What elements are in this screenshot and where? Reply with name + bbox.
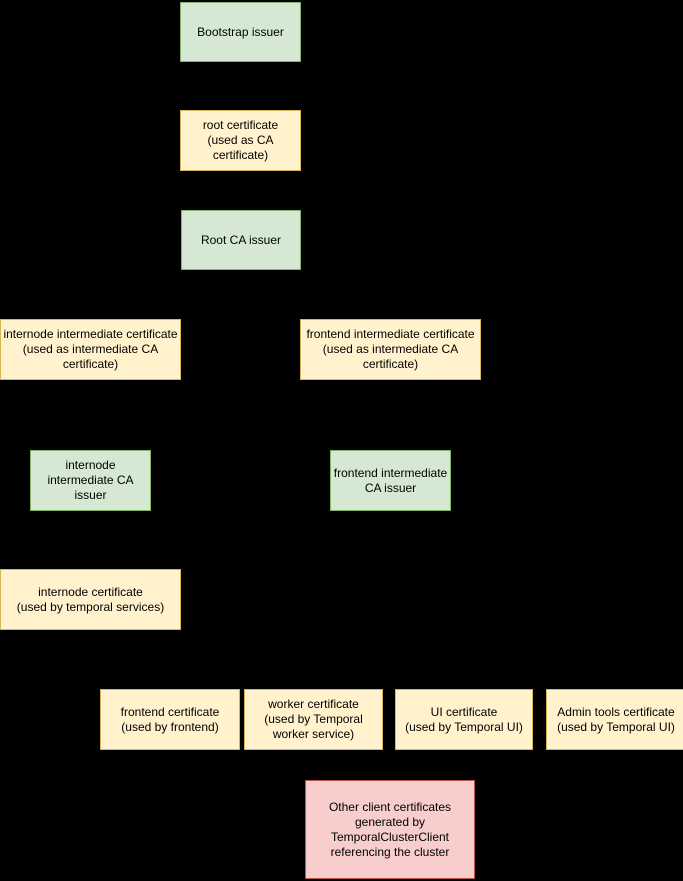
node-label-line: CA issuer <box>364 480 417 495</box>
frontend-intermediate-certificate-node: frontend intermediate certificate(used a… <box>300 319 481 380</box>
node-label-line: certificate) <box>62 357 119 371</box>
node-label-line: TemporalClusterClient <box>330 829 450 844</box>
internode-intermediate-certificate-node: internode intermediate certificate(used … <box>0 319 181 380</box>
node-label-line: Other client certificates <box>328 799 452 814</box>
node-label-line: internode intermediate certificate <box>3 327 178 341</box>
node-label-line: internode certificate <box>38 584 143 599</box>
node-label-line: certificate) <box>212 148 269 162</box>
node-label-line: referencing the cluster <box>330 844 450 859</box>
node-label-line: certificate) <box>362 357 419 371</box>
node-label-line: (used by Temporal UI) <box>557 719 675 734</box>
ui-certificate-node: UI certificate(used by Temporal UI) <box>395 689 533 750</box>
node-label-line: (used by Temporal UI) <box>405 719 523 734</box>
bootstrap-issuer-node: Bootstrap issuer <box>180 2 301 62</box>
node-label-line: (used as CA <box>207 133 274 147</box>
node-label-line: Bootstrap issuer <box>197 24 284 39</box>
node-label-line: (used by temporal services) <box>16 599 165 614</box>
admin-tools-certificate-node: Admin tools certificate(used by Temporal… <box>546 689 683 750</box>
node-label-line: worker service) <box>272 727 355 741</box>
node-label-line: intermediate CA <box>47 473 134 487</box>
node-label-line: frontend intermediate <box>333 465 448 480</box>
node-label-line: Admin tools certificate <box>557 704 675 719</box>
node-label-line: (used as intermediate CA <box>322 342 459 356</box>
node-label-line: issuer <box>74 488 107 502</box>
internode-certificate-node: internode certificate(used by temporal s… <box>0 569 181 630</box>
node-label-line: generated by <box>354 814 426 829</box>
node-label-line: internode <box>65 458 116 472</box>
node-label-line: root certificate <box>202 118 279 132</box>
node-label-line: frontend intermediate certificate <box>306 327 475 341</box>
node-label-line: (used by Temporal <box>264 712 363 726</box>
node-label-line: UI certificate <box>430 704 498 719</box>
frontend-certificate-node: frontend certificate(used by frontend) <box>100 689 240 750</box>
node-label-line: (used by frontend) <box>121 719 219 734</box>
node-label-line: frontend certificate <box>120 704 220 719</box>
node-label-line: Root CA issuer <box>200 232 282 247</box>
node-label-line: worker certificate <box>268 697 359 711</box>
root-ca-issuer-node: Root CA issuer <box>181 210 301 270</box>
node-label-line: (used as intermediate CA <box>22 342 159 356</box>
